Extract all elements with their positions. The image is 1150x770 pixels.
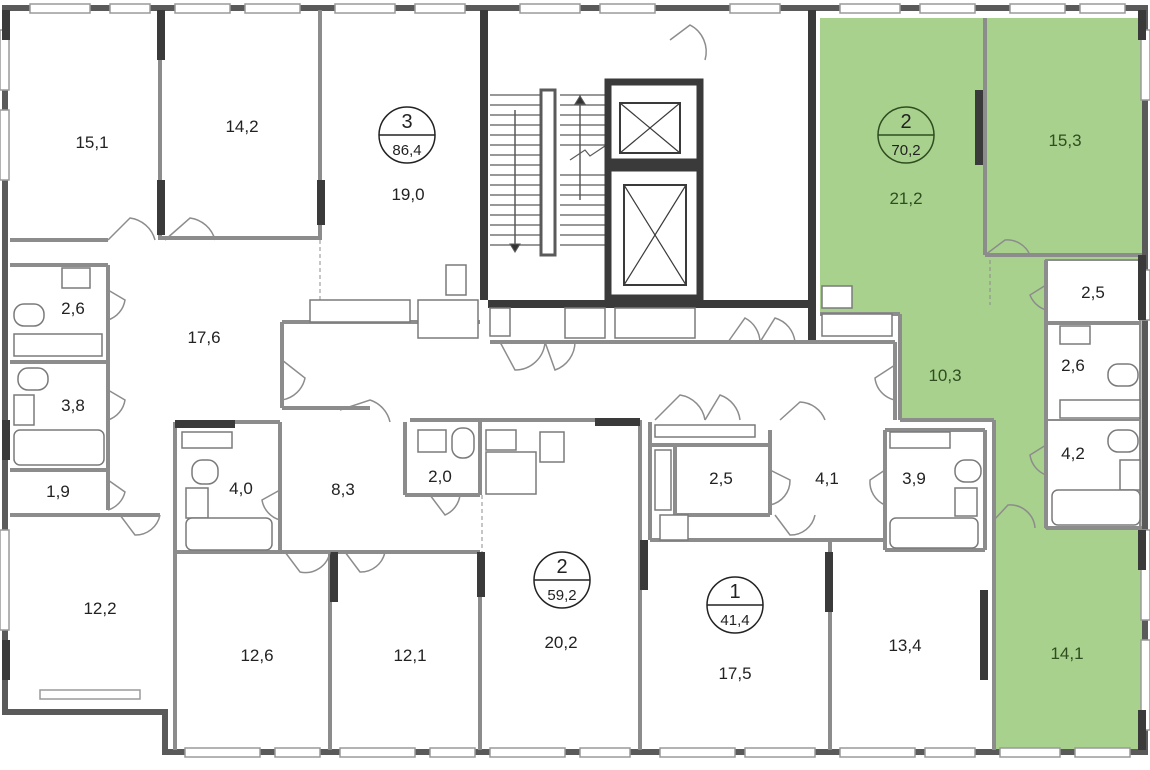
room-area-label: 20,2 xyxy=(544,633,577,652)
room-labels: 15,1 14,2 19,0 2,6 17,6 3,8 1,9 12,2 4,0… xyxy=(46,117,1105,683)
room-area-label: 14,1 xyxy=(1050,644,1083,663)
apartment-badge-2-east: 2 70,2 xyxy=(877,106,935,164)
room-area-label: 2,5 xyxy=(1081,283,1105,302)
room-area-label: 4,0 xyxy=(229,479,253,498)
room-area-label: 13,4 xyxy=(888,636,921,655)
bottom-windows xyxy=(39,689,1131,758)
apartment-badge-2-south: 2 59,2 xyxy=(533,551,591,609)
room-area-label: 17,6 xyxy=(187,328,220,347)
top-windows xyxy=(29,3,1126,14)
structural-walls xyxy=(2,10,1146,750)
interior-walls xyxy=(10,10,1142,750)
room-area-label: 14,2 xyxy=(225,117,258,136)
room-area-label: 8,3 xyxy=(331,480,355,499)
room-area-label: 12,2 xyxy=(83,599,116,618)
room-area-label: 12,6 xyxy=(240,646,273,665)
dashed-openings xyxy=(319,240,991,552)
room-area-label: 1,9 xyxy=(46,482,70,501)
room-area-label: 4,2 xyxy=(1061,444,1085,463)
room-area-label: 10,3 xyxy=(928,366,961,385)
doors xyxy=(107,24,1047,574)
apartment-badge-1: 1 41,4 xyxy=(706,576,764,634)
room-area-label: 2,0 xyxy=(428,467,452,486)
bathroom-fixtures xyxy=(13,264,1141,551)
room-area-label: 15,1 xyxy=(75,133,108,152)
apartment-area-label: 70,2 xyxy=(891,142,920,159)
apartment-badge-3: 3 86,4 xyxy=(378,106,436,164)
room-area-label: 12,1 xyxy=(393,646,426,665)
apartment-area-label: 41,4 xyxy=(720,612,749,629)
apartment-rooms-label: 1 xyxy=(729,581,740,603)
apartment-rooms-label: 3 xyxy=(401,111,412,133)
room-area-label: 3,9 xyxy=(902,469,926,488)
apartment-area-label: 59,2 xyxy=(547,587,576,604)
room-area-label: 21,2 xyxy=(889,189,922,208)
room-area-label: 17,5 xyxy=(718,664,751,683)
room-area-label: 4,1 xyxy=(815,469,839,488)
room-area-label: 2,5 xyxy=(709,469,733,488)
room-area-label: 15,3 xyxy=(1048,131,1081,150)
room-area-label: 2,6 xyxy=(1061,356,1085,375)
room-area-label: 2,6 xyxy=(61,299,85,318)
elevator-shafts xyxy=(604,78,704,302)
apartment-area-label: 86,4 xyxy=(392,142,421,159)
stairwell xyxy=(490,88,606,257)
room-area-label: 19,0 xyxy=(391,185,424,204)
outer-walls xyxy=(2,5,1148,755)
room-area-label: 3,8 xyxy=(61,396,85,415)
apartment-rooms-label: 2 xyxy=(556,556,567,578)
apartment-rooms-label: 2 xyxy=(900,111,911,133)
